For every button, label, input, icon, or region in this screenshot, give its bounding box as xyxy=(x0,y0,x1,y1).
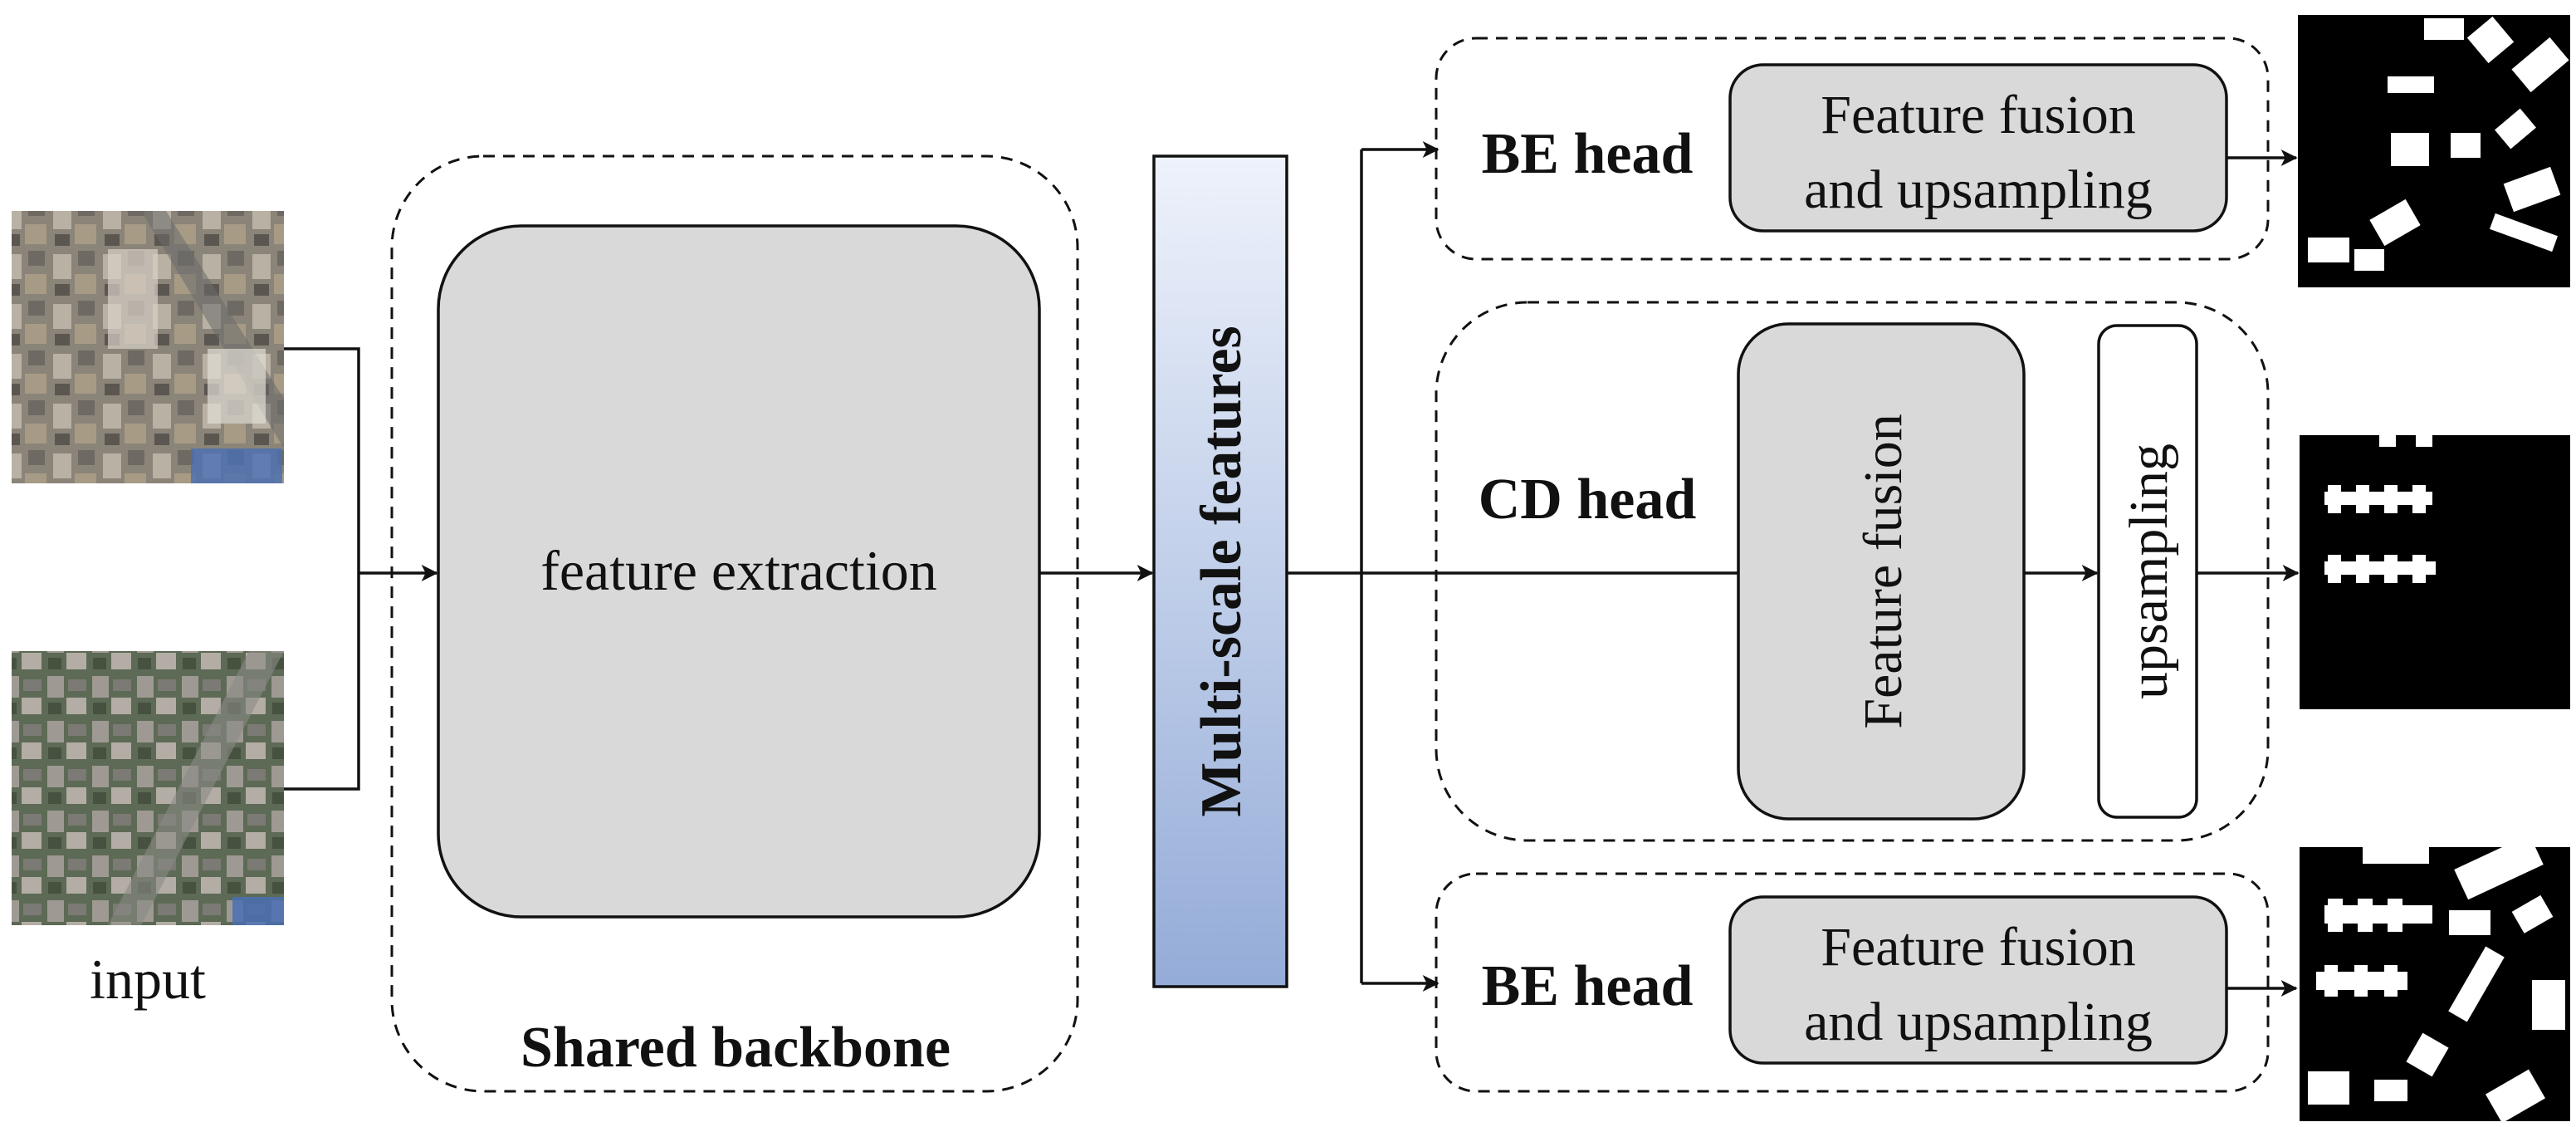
multi-scale-features-label: Multi-scale features xyxy=(1190,326,1254,817)
be-head-bottom-label: BE head xyxy=(1482,954,1694,1018)
be-top-fusion-box xyxy=(1728,63,2228,233)
be-bottom-fusion-box xyxy=(1728,895,2228,1065)
shared-backbone-label: Shared backbone xyxy=(521,1016,951,1080)
be-head-top-label: BE head xyxy=(1482,122,1694,186)
be-bottom-fusion-line1: Feature fusion xyxy=(1821,917,2135,978)
feature-extraction-box xyxy=(437,224,1041,919)
be-bottom-fusion-line2: and upsampling xyxy=(1804,992,2153,1052)
be-top-fusion-line1: Feature fusion xyxy=(1821,85,2135,145)
cd-fusion-label: Feature fusion xyxy=(1853,414,1914,728)
be-head-top-border xyxy=(1435,37,2270,261)
be-bottom-output-mask xyxy=(2300,834,2570,1124)
shared-backbone-border xyxy=(390,154,1079,1093)
cd-upsampling-box xyxy=(2097,324,2198,819)
be-top-fusion-line2: and upsampling xyxy=(1804,159,2153,220)
feature-extraction-label: feature extraction xyxy=(540,539,937,602)
multi-scale-features-box xyxy=(1152,154,1288,988)
input-connector xyxy=(284,347,360,791)
input-image-t1 xyxy=(12,211,284,483)
cd-head-border xyxy=(1435,301,2270,842)
cd-output-mask xyxy=(2300,435,2570,709)
be-head-bottom-border xyxy=(1435,872,2270,1093)
input-image-t2 xyxy=(12,651,284,925)
input-label: input xyxy=(90,948,206,1011)
cd-head-label: CD head xyxy=(1479,468,1697,532)
cd-upsampling-label: upsampling xyxy=(2119,443,2179,699)
be-top-output-mask xyxy=(2298,15,2570,287)
cd-fusion-box xyxy=(1737,322,2026,821)
